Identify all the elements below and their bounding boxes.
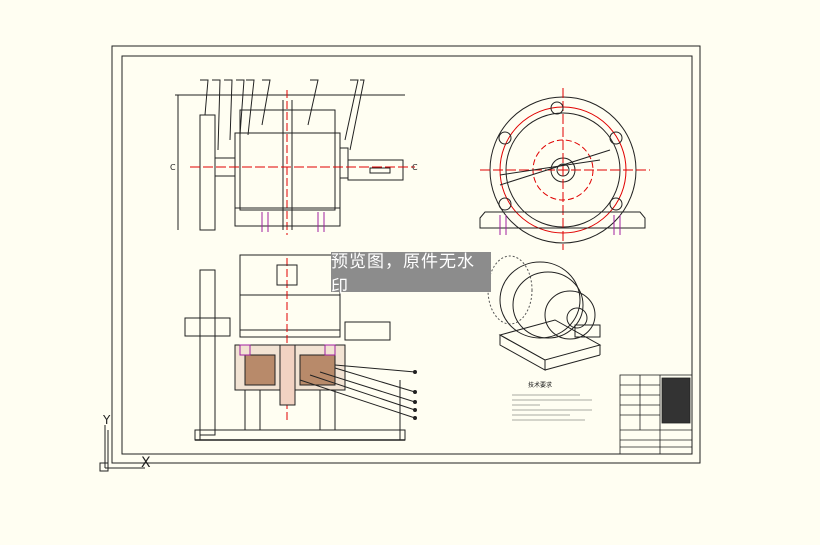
isometric-view [487, 255, 602, 371]
section-view [184, 254, 417, 441]
inner-frame [121, 55, 693, 455]
outer-frame [111, 45, 701, 464]
ucs-icon [99, 425, 145, 472]
ucs-x-label: X [141, 455, 151, 471]
title-block [619, 374, 693, 455]
front-view: C C [170, 79, 418, 235]
watermark-banner: 预览图，原件无水印 [331, 252, 491, 297]
svg-text:C: C [412, 163, 418, 172]
tech-requirements-title: 技术要求 [528, 382, 553, 389]
ucs-y-label: Y [103, 413, 111, 427]
svg-text:C: C [170, 163, 176, 172]
side-view [479, 88, 650, 250]
technical-notes [512, 394, 592, 421]
